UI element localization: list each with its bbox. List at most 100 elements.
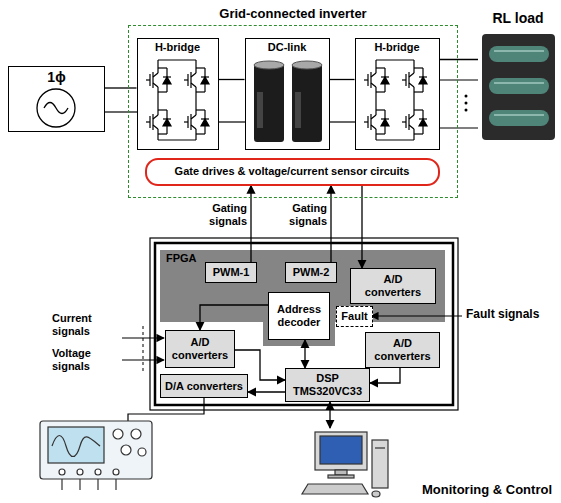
- h-bridge-symbol: [158, 59, 196, 60]
- h-bridge-symbol: [146, 64, 171, 96]
- h-bridge-symbol: [157, 96, 158, 106]
- power-wire: [219, 121, 245, 122]
- scope-wire: [128, 398, 204, 421]
- oscilloscope-picture: [121, 445, 131, 455]
- edge-label-holder: Gating signals: [209, 202, 247, 227]
- connector: [105, 87, 137, 88]
- power-wire: [105, 111, 137, 112]
- connector: [329, 402, 330, 428]
- adc-block: A/D converters: [350, 268, 436, 304]
- h-bridge-symbol: [376, 139, 414, 140]
- ac-source-symbol: [44, 103, 68, 114]
- fpga-region: FPGAPWM-1PWM-2A/D convertersAddress deco…: [160, 250, 445, 322]
- rl-load: RL load: [478, 8, 558, 145]
- rl-load-picture: [489, 110, 549, 126]
- rl-load-picture: [494, 50, 544, 52]
- power-wire: [440, 127, 478, 128]
- box-label: Gate drives & voltage/current sensor cir…: [150, 165, 435, 178]
- controller-board: [150, 238, 458, 410]
- dac-block: D/A converters: [160, 374, 248, 398]
- connector: [304, 340, 305, 368]
- box-label: H-bridge: [359, 41, 436, 54]
- pwm-block: PWM-1: [205, 262, 257, 283]
- ac-source-box: 1ϕ: [8, 66, 105, 132]
- signal-label: Fault signals: [466, 308, 539, 322]
- oscilloscope-picture: [61, 479, 62, 490]
- edge-label: Gating signals: [209, 202, 247, 227]
- scope-wire: [128, 398, 204, 421]
- monitoring-pc: Monitoring & Control: [300, 428, 555, 500]
- box-label: DSP TMS320VC33: [289, 372, 366, 397]
- box-label: A/D converters: [169, 336, 231, 361]
- edge-label-holder: Gating signals: [289, 202, 327, 227]
- box-label: A/D converters: [354, 273, 432, 298]
- computer-picture: [372, 440, 388, 488]
- edge-label: Gating signals: [289, 202, 327, 227]
- oscilloscope-picture: [79, 479, 80, 490]
- connector: [370, 368, 400, 383]
- group-title: Grid-connected inverter: [132, 7, 454, 22]
- connector: [248, 391, 285, 392]
- h-bridge-symbol: [146, 106, 171, 138]
- h-bridge-symbol: [375, 96, 376, 106]
- h-bridge-box: H-bridge: [137, 38, 219, 150]
- dc-link-box: DC-link: [245, 38, 330, 150]
- rl-load-picture: [489, 78, 549, 94]
- dashed-guide: [143, 326, 144, 372]
- label-holder: Fault signals: [466, 308, 539, 322]
- connector: [200, 305, 268, 330]
- label-holder: Current signals: [52, 312, 92, 337]
- h-bridge-symbol: [402, 64, 427, 96]
- power-wire: [330, 121, 355, 122]
- h-bridge-symbol: [376, 59, 414, 60]
- connector: [219, 79, 245, 80]
- capacitor-picture: [295, 92, 301, 128]
- capacitor-picture: [254, 61, 322, 142]
- rl-load-picture: [494, 114, 544, 116]
- ac-source-symbol: [37, 89, 75, 127]
- box-label: PWM-1: [209, 266, 253, 279]
- h-bridge-symbol: [413, 138, 414, 140]
- box-label: Address decoder: [272, 303, 326, 328]
- h-bridge-symbol: [375, 138, 376, 140]
- continuation-dots: [465, 109, 468, 112]
- oscilloscope-picture: [77, 469, 83, 475]
- box-label: D/A converters: [164, 380, 244, 393]
- box-label: 1ϕ: [12, 69, 101, 85]
- continuation-dots: [465, 95, 468, 112]
- oscilloscope-picture: [40, 421, 152, 490]
- adc-block: A/D converters: [165, 330, 235, 368]
- sensor-circuit-box: Gate drives & voltage/current sensor cir…: [145, 158, 440, 186]
- h-bridge-symbol: [157, 138, 158, 140]
- connector: [330, 186, 331, 263]
- h-bridge-symbol: [413, 60, 414, 64]
- capacitor-picture: [257, 92, 263, 128]
- computer-picture: [302, 484, 368, 494]
- h-bridge-symbol: [195, 96, 196, 106]
- box-label: H-bridge: [141, 41, 215, 54]
- h-bridge-symbol: [146, 60, 209, 140]
- h-bridge-symbol: [364, 60, 427, 140]
- capacitor-picture: [292, 64, 322, 142]
- oscilloscope-picture: [48, 427, 104, 463]
- box-label: Monitoring & Control: [303, 483, 552, 498]
- signal-arrow: [371, 315, 462, 316]
- rl-load-picture: [482, 34, 555, 140]
- connector: [330, 79, 355, 80]
- box-label: PWM-2: [289, 266, 333, 279]
- ac-source-symbol: [37, 89, 75, 127]
- oscilloscope-picture: [138, 448, 146, 456]
- capacitor-picture: [254, 64, 284, 142]
- h-bridge-symbol: [375, 60, 376, 64]
- address-decoder: Address decoder: [268, 292, 330, 340]
- oscilloscope-picture: [113, 429, 123, 439]
- oscilloscope-picture: [115, 479, 116, 490]
- computer-picture: [375, 447, 385, 448]
- dsp-block: DSP TMS320VC33: [285, 368, 370, 402]
- box-label: RL load: [481, 10, 555, 26]
- signal-label: Voltage signals: [52, 347, 91, 372]
- computer-picture: [302, 432, 388, 497]
- continuation-dots: [465, 95, 468, 98]
